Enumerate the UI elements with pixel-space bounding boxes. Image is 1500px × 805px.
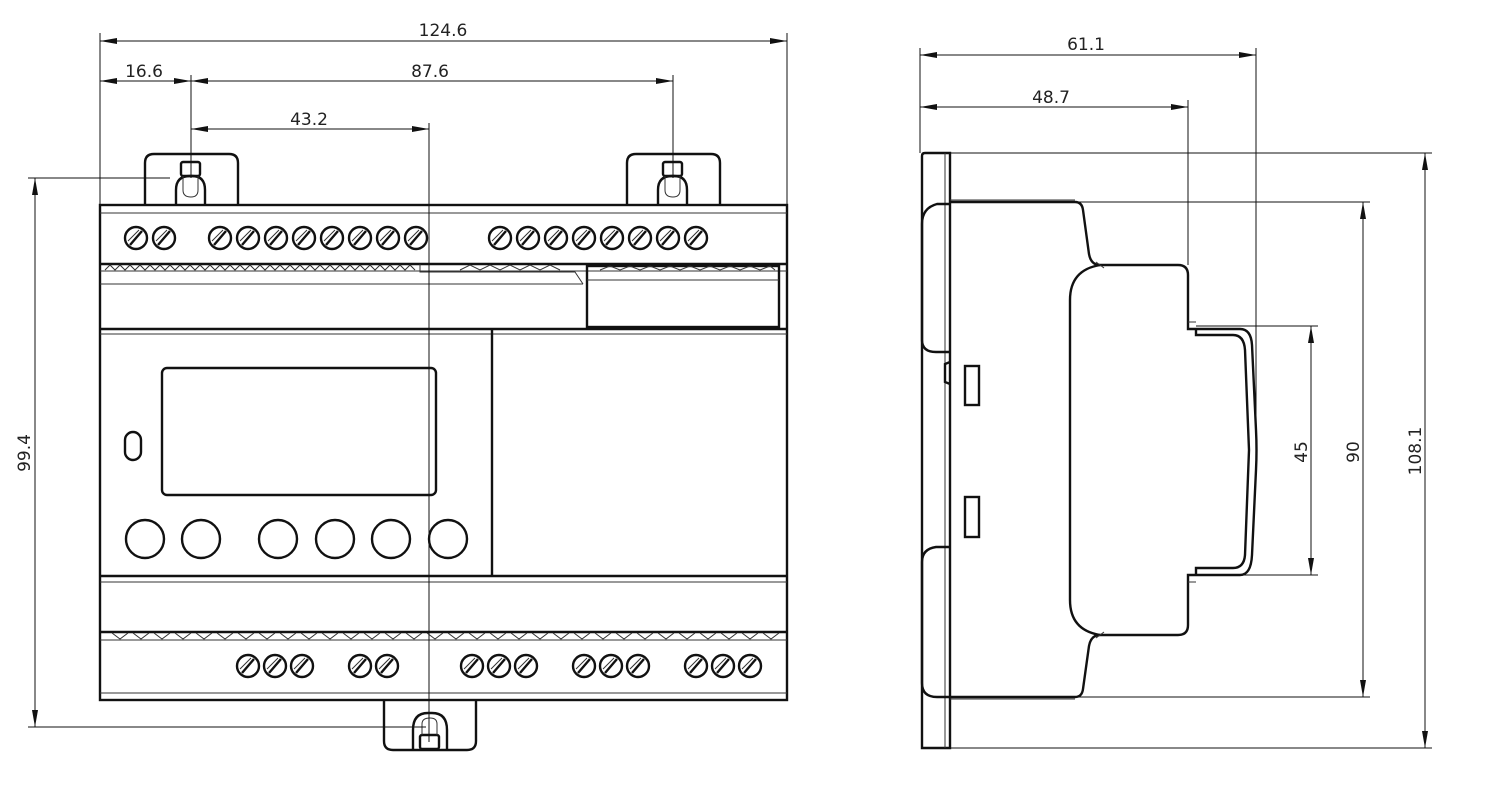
push-button [314,518,356,560]
terminal-screw [347,653,373,679]
terminal-screw [375,225,401,251]
push-button [180,518,222,560]
dimension-depth-total: 61.1 [919,35,1257,415]
push-button [124,518,166,560]
lcd-display [160,366,438,497]
front-bezel [920,151,952,750]
module-cover [585,264,781,329]
terminal-screw [598,653,624,679]
terminal-screw [459,653,485,679]
top-cover [920,202,950,354]
dim-label-depth-to-rail: 48.7 [1032,88,1070,108]
dim-label-height: 99.4 [15,434,35,472]
dimension-center-offset: 43.2 [191,110,429,132]
dim-label-center-offset: 43.2 [290,110,328,130]
dimension-overall-height: 108.1 [950,152,1432,749]
dim-label-rail-height: 45 [1292,441,1312,463]
dim-label-clip-offset: 16.6 [125,62,163,82]
push-button [257,518,299,560]
dim-label-overall-height: 108.1 [1406,427,1426,476]
terminal-screw [291,225,317,251]
dimension-height: 99.4 [15,177,426,728]
bottom-cover [920,545,950,699]
terminal-screw [374,653,400,679]
terminal-screw [513,653,539,679]
din-rail [1194,329,1251,575]
terminal-screw [599,225,625,251]
terminal-screw [289,653,315,679]
dim-label-overall-width: 124.6 [419,21,468,41]
terminal-screw [543,225,569,251]
housing-outline [98,203,789,702]
terminal-screw [683,653,709,679]
push-button [370,518,412,560]
terminal-screw [625,653,651,679]
mounting-clip-bottom [382,700,478,752]
terminal-screw [627,225,653,251]
terminal-screw [737,653,763,679]
terminal-screw [123,225,149,251]
bottom-terminal-row [235,653,763,679]
terminal-screw [486,653,512,679]
dim-label-depth-total: 61.1 [1067,35,1105,55]
terminal-screw [235,653,261,679]
terminal-screw [262,653,288,679]
bottom-serration [111,632,780,640]
terminal-screw [151,225,177,251]
terminal-screw [571,653,597,679]
terminal-screw [347,225,373,251]
terminal-screw [571,225,597,251]
dim-label-clip-spacing: 87.6 [411,62,449,82]
dimension-clip-spacing: 87.6 [191,62,674,178]
dimension-overall-width: 124.6 [99,21,788,205]
top-serration [104,264,776,271]
push-button [427,518,469,560]
dim-label-body-height: 90 [1344,441,1364,463]
status-led [123,430,143,462]
side-slot-upper [963,364,981,407]
terminal-screw [235,225,261,251]
terminal-screw [655,225,681,251]
terminal-screw [403,225,429,251]
side-slot-lower [963,495,981,539]
front-view: 124.6 16.6 87.6 43.2 99.4 [15,21,789,752]
terminal-screw [207,225,233,251]
terminal-screw [319,225,345,251]
side-view: 61.1 48.7 45 90 108.1 [919,35,1432,750]
dimension-rail-height: 45 [1196,325,1318,576]
terminal-screw [263,225,289,251]
terminal-screw [487,225,513,251]
push-button-row [124,518,469,560]
terminal-screw [515,225,541,251]
top-terminal-row [123,225,709,251]
dimension-depth-to-rail: 48.7 [920,88,1189,265]
terminal-screw [683,225,709,251]
terminal-screw [710,653,736,679]
dimension-body-height: 90 [1075,201,1370,698]
body-profile [950,200,1258,699]
